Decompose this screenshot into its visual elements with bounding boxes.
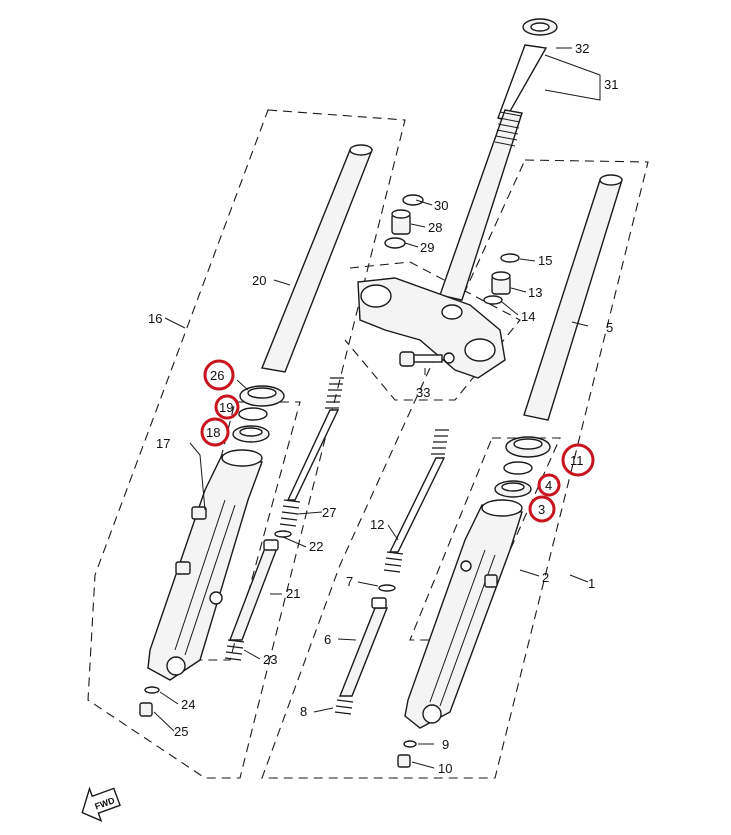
right-washer — [403, 740, 417, 748]
left-cap-bolt — [391, 209, 411, 235]
left-rebound-spring — [279, 499, 301, 527]
part-label-12: 12 — [370, 517, 384, 532]
part-label-10: 10 — [438, 761, 452, 776]
part-label-22: 22 — [309, 539, 323, 554]
left-outer-tube — [147, 449, 263, 681]
fwd-arrow-icon: FWD — [81, 786, 121, 822]
left-bolt — [139, 702, 153, 717]
part-label-4: 4 — [545, 478, 552, 493]
part-label-20: 20 — [252, 273, 266, 288]
right-spring-rod — [388, 457, 446, 553]
highlight-ring-18 — [200, 417, 230, 447]
part-label-17: 17 — [156, 436, 170, 451]
right-oil-seal — [494, 480, 532, 498]
part-label-7: 7 — [346, 574, 353, 589]
left-oil-seal — [232, 425, 270, 443]
part-label-1: 1 — [588, 576, 595, 591]
part-label-21: 21 — [286, 586, 300, 601]
part-label-6: 6 — [324, 632, 331, 647]
part-label-11: 11 — [570, 453, 584, 468]
leader-lines — [153, 47, 601, 769]
part-label-13: 13 — [528, 285, 542, 300]
part-label-29: 29 — [420, 240, 434, 255]
highlight-ring-4 — [537, 473, 561, 497]
left-dust-seal — [239, 385, 285, 407]
steering-stem — [439, 44, 548, 301]
left-taper-spindle-spring — [224, 639, 245, 661]
part-label-23: 23 — [263, 652, 277, 667]
part-label-8: 8 — [300, 704, 307, 719]
left-fork-assembly-outline — [87, 109, 406, 779]
part-label-3: 3 — [538, 502, 545, 517]
right-oil-seal-clip — [503, 461, 533, 475]
right-o-ring — [483, 295, 503, 305]
left-spring-upper — [325, 377, 344, 409]
part-label-19: 19 — [219, 400, 233, 415]
part-label-32: 32 — [575, 41, 589, 56]
part-label-24: 24 — [181, 697, 195, 712]
part-label-5: 5 — [606, 320, 613, 335]
part-label-33: 33 — [416, 385, 430, 400]
right-outer-tube — [404, 499, 523, 729]
part-labels: 1 2 3 4 5 6 7 8 9 10 11 12 13 14 15 16 1… — [148, 41, 618, 776]
highlight-ring-11 — [561, 443, 595, 477]
left-oil-seal-clip — [238, 407, 268, 421]
under-bracket — [357, 277, 506, 379]
right-taper-spindle-spring — [334, 699, 354, 715]
right-cap-bolt — [491, 271, 511, 295]
left-piston-ring — [274, 530, 292, 538]
highlight-ring-26 — [203, 359, 235, 391]
right-fork-assembly-outline — [261, 159, 649, 779]
part-label-28: 28 — [428, 220, 442, 235]
right-dust-seal — [505, 436, 551, 458]
highlight-rings — [200, 359, 595, 523]
part-label-16: 16 — [148, 311, 162, 326]
right-circlip — [500, 253, 520, 263]
part-label-18: 18 — [206, 425, 220, 440]
part-label-26: 26 — [210, 368, 224, 383]
right-inner-tube — [523, 174, 623, 421]
right-rebound-spring — [383, 551, 404, 573]
pinch-bolt — [399, 351, 455, 367]
steering-group-outline — [344, 261, 521, 401]
left-washer — [144, 686, 160, 694]
part-label-15: 15 — [538, 253, 552, 268]
stem-nut — [522, 18, 558, 36]
right-spring-upper — [431, 429, 449, 455]
right-damper-rod — [338, 597, 389, 697]
highlight-ring-3 — [528, 495, 556, 523]
highlight-ring-19 — [214, 394, 240, 420]
left-inner-tube — [261, 144, 374, 373]
part-label-9: 9 — [442, 737, 449, 752]
left-circlip — [402, 194, 424, 206]
part-label-2: 2 — [542, 570, 549, 585]
part-label-31: 31 — [604, 77, 618, 92]
part-label-30: 30 — [434, 198, 448, 213]
part-label-14: 14 — [521, 309, 535, 324]
left-damper-rod — [228, 539, 279, 641]
left-spring-rod — [286, 409, 340, 501]
left-o-ring — [384, 237, 406, 249]
part-label-25: 25 — [174, 724, 188, 739]
right-piston-ring — [378, 584, 396, 592]
part-label-27: 27 — [322, 505, 336, 520]
right-bolt — [397, 754, 411, 768]
